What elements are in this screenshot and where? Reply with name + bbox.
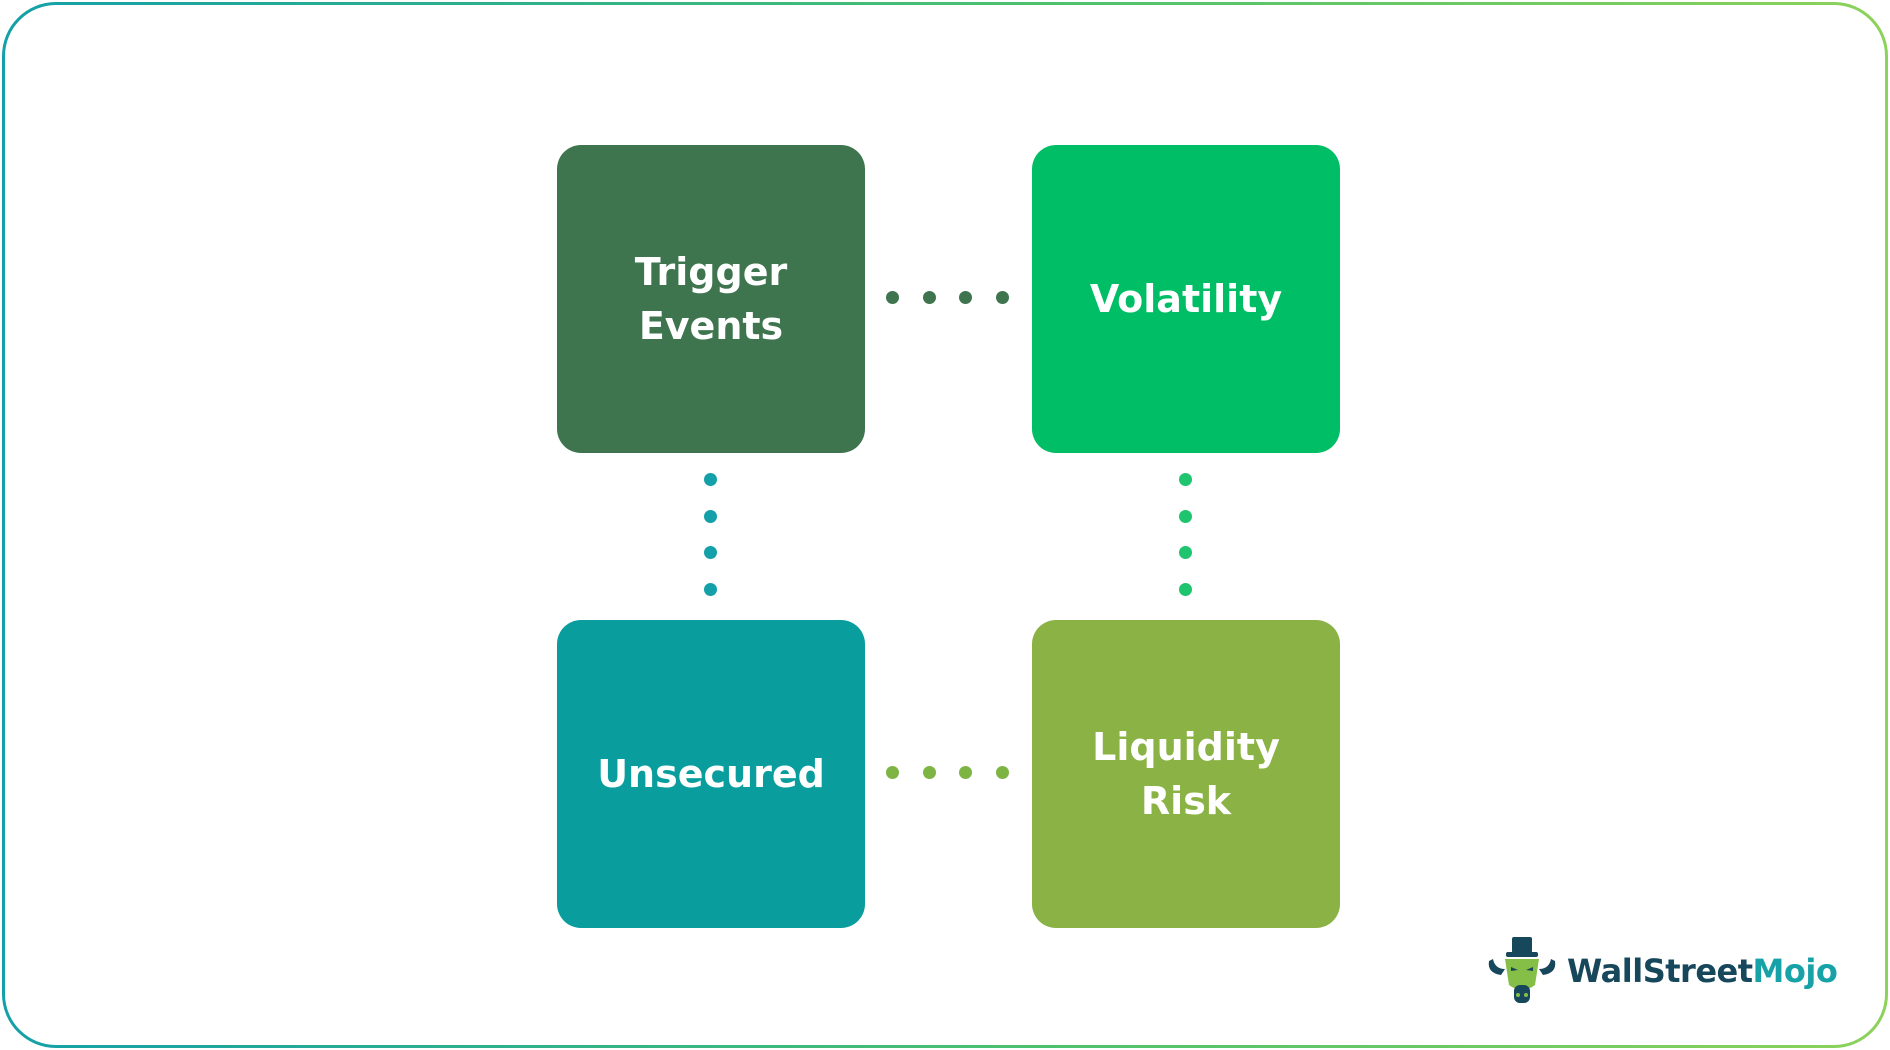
connector-dot [1179,583,1192,596]
connector-dot [704,583,717,596]
connector-dot [704,546,717,559]
connector-dot [1179,546,1192,559]
connector-dot [923,766,936,779]
diagram-canvas: Trigger Events Volatility Unsecured Liqu… [5,5,1885,1045]
box-label-line: Events [638,304,784,348]
bull-head-top-hat-icon [1488,937,1556,1003]
logo-wordmark: WallStreetMojo [1567,952,1838,990]
connector-dot [1179,510,1192,523]
logo-text-mojo: Mojo [1752,952,1838,990]
connector-dot [923,291,936,304]
box-trigger-events: Trigger Events [557,145,865,453]
connector-dot [1179,473,1192,486]
connector-dot [886,766,899,779]
box-label-line: Volatility [1089,277,1283,321]
box-unsecured: Unsecured [557,620,865,928]
connector-dot [959,766,972,779]
box-label-line: Unsecured [597,752,825,796]
connector-dot [886,291,899,304]
connector-dot [996,766,1009,779]
wallstreetmojo-logo: WallStreetMojo [1485,935,1838,1007]
connector-dot [704,510,717,523]
box-liquidity-risk: Liquidity Risk [1032,620,1340,928]
logo-text-wallstreet: WallStreet [1567,952,1753,990]
connector-dot [959,291,972,304]
box-label-line: Liquidity [1092,725,1280,769]
box-volatility: Volatility [1032,145,1340,453]
connector-dot [704,473,717,486]
box-label-line: Risk [1140,779,1232,823]
box-label-line: Trigger [634,250,788,294]
connector-dot [996,291,1009,304]
